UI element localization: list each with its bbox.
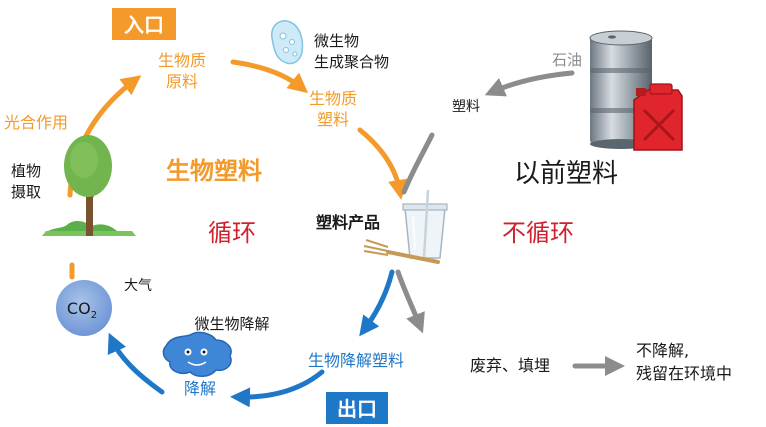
- residue-line2: 残留在环境中: [636, 364, 732, 383]
- residue-line1: 不降解,: [636, 341, 689, 360]
- microbe-polymer-line1: 微生物: [314, 32, 359, 50]
- oil-label: 石油: [552, 51, 582, 69]
- bioplastic-label-line2: 塑料: [317, 110, 349, 129]
- microbe-icon: [162, 331, 232, 377]
- degradation-label: 降解: [184, 379, 216, 398]
- photosynthesis-label: 光合作用: [4, 113, 68, 132]
- co2-bubble-icon: [56, 280, 112, 336]
- jerrycan-icon: [633, 83, 683, 151]
- plant-uptake-line2: 摄取: [11, 183, 41, 201]
- microbe-degradation-label: 微生物降解: [194, 315, 269, 333]
- arrow-product-to-biodegradable: [359, 269, 395, 337]
- arrow-biodegradable-to-degradation: [230, 369, 325, 408]
- arrow-biomass-to-bioplastic: [230, 59, 309, 94]
- arrow-plastic-to-product: [401, 132, 435, 195]
- arrow-degradation-to-co2: [107, 332, 165, 395]
- biomass-label-line2: 原料: [166, 72, 198, 91]
- arrow-oil-to-plastic: [484, 70, 575, 97]
- atmosphere-label: 大气: [124, 278, 152, 294]
- exit-label: 出口: [337, 397, 377, 421]
- tree-icon: [42, 135, 136, 236]
- microbe-icon: [271, 20, 304, 65]
- plastic-product-label: 塑料产品: [316, 213, 380, 232]
- arrow-bioplastic-to-product: [357, 127, 408, 200]
- co2-label: CO2: [67, 299, 97, 321]
- exit-badge: [326, 392, 388, 424]
- plastic-label: 塑料: [452, 99, 480, 115]
- microbe-polymer-line2: 生成聚合物: [314, 53, 389, 71]
- entrance-badge: [112, 8, 176, 40]
- waste-label: 废弃、填埋: [470, 356, 550, 375]
- entrance-label: 入口: [124, 13, 164, 37]
- biodegradable-plastic-label: 生物降解塑料: [308, 351, 404, 370]
- biomass-label-line1: 生物质: [158, 51, 206, 70]
- no-cycle-label: 不循环: [502, 219, 574, 247]
- fork-icon: [363, 239, 440, 264]
- old-plastic-title: 以前塑料: [514, 159, 618, 189]
- bio-plastic-title: 生物塑料: [166, 157, 262, 185]
- arrow-product-to-waste: [395, 269, 425, 334]
- cycle-label: 循环: [208, 219, 256, 247]
- bioplastic-label-line1: 生物质: [309, 89, 357, 108]
- plastic-cup-icon: [402, 189, 448, 259]
- plant-uptake-line1: 植物: [11, 162, 41, 180]
